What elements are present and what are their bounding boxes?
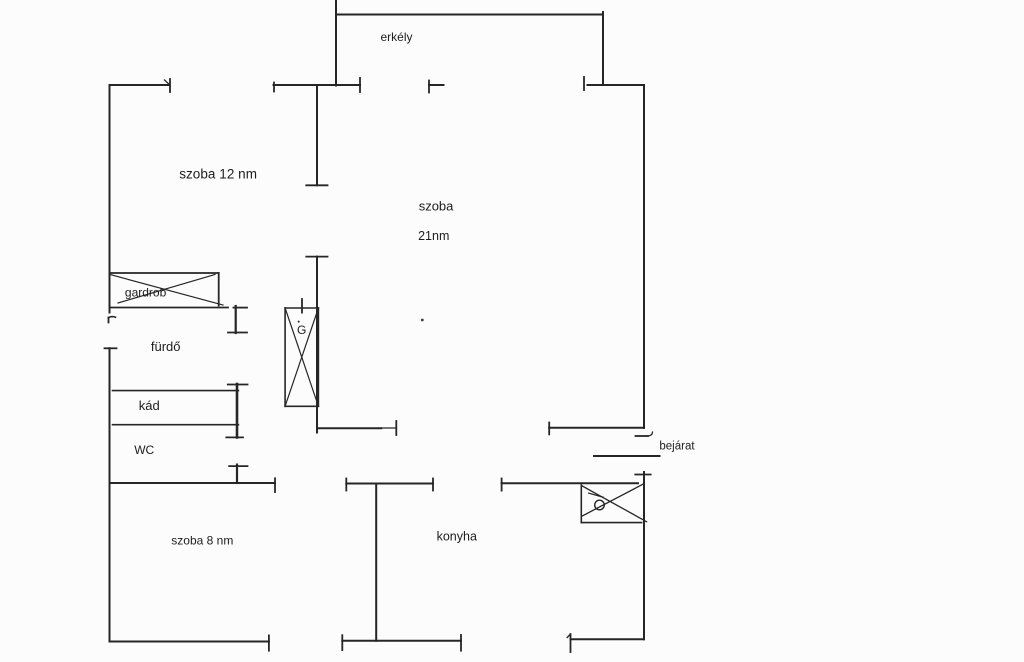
svg-text:szoba 12 nm: szoba 12 nm [179,166,257,181]
svg-text:kád: kád [139,398,160,413]
svg-text:G: G [297,323,306,337]
svg-text:szoba: szoba [419,199,454,214]
svg-text:gardrob: gardrob [125,286,167,300]
svg-text:fürdő: fürdő [151,339,181,354]
svg-text:erkély: erkély [381,30,413,44]
svg-text:szoba 8 nm: szoba 8 nm [171,534,233,548]
svg-text:WC: WC [134,443,154,457]
svg-text:21nm: 21nm [418,229,449,243]
svg-text:bejárat: bejárat [659,441,695,453]
svg-text:konyha: konyha [437,530,477,544]
